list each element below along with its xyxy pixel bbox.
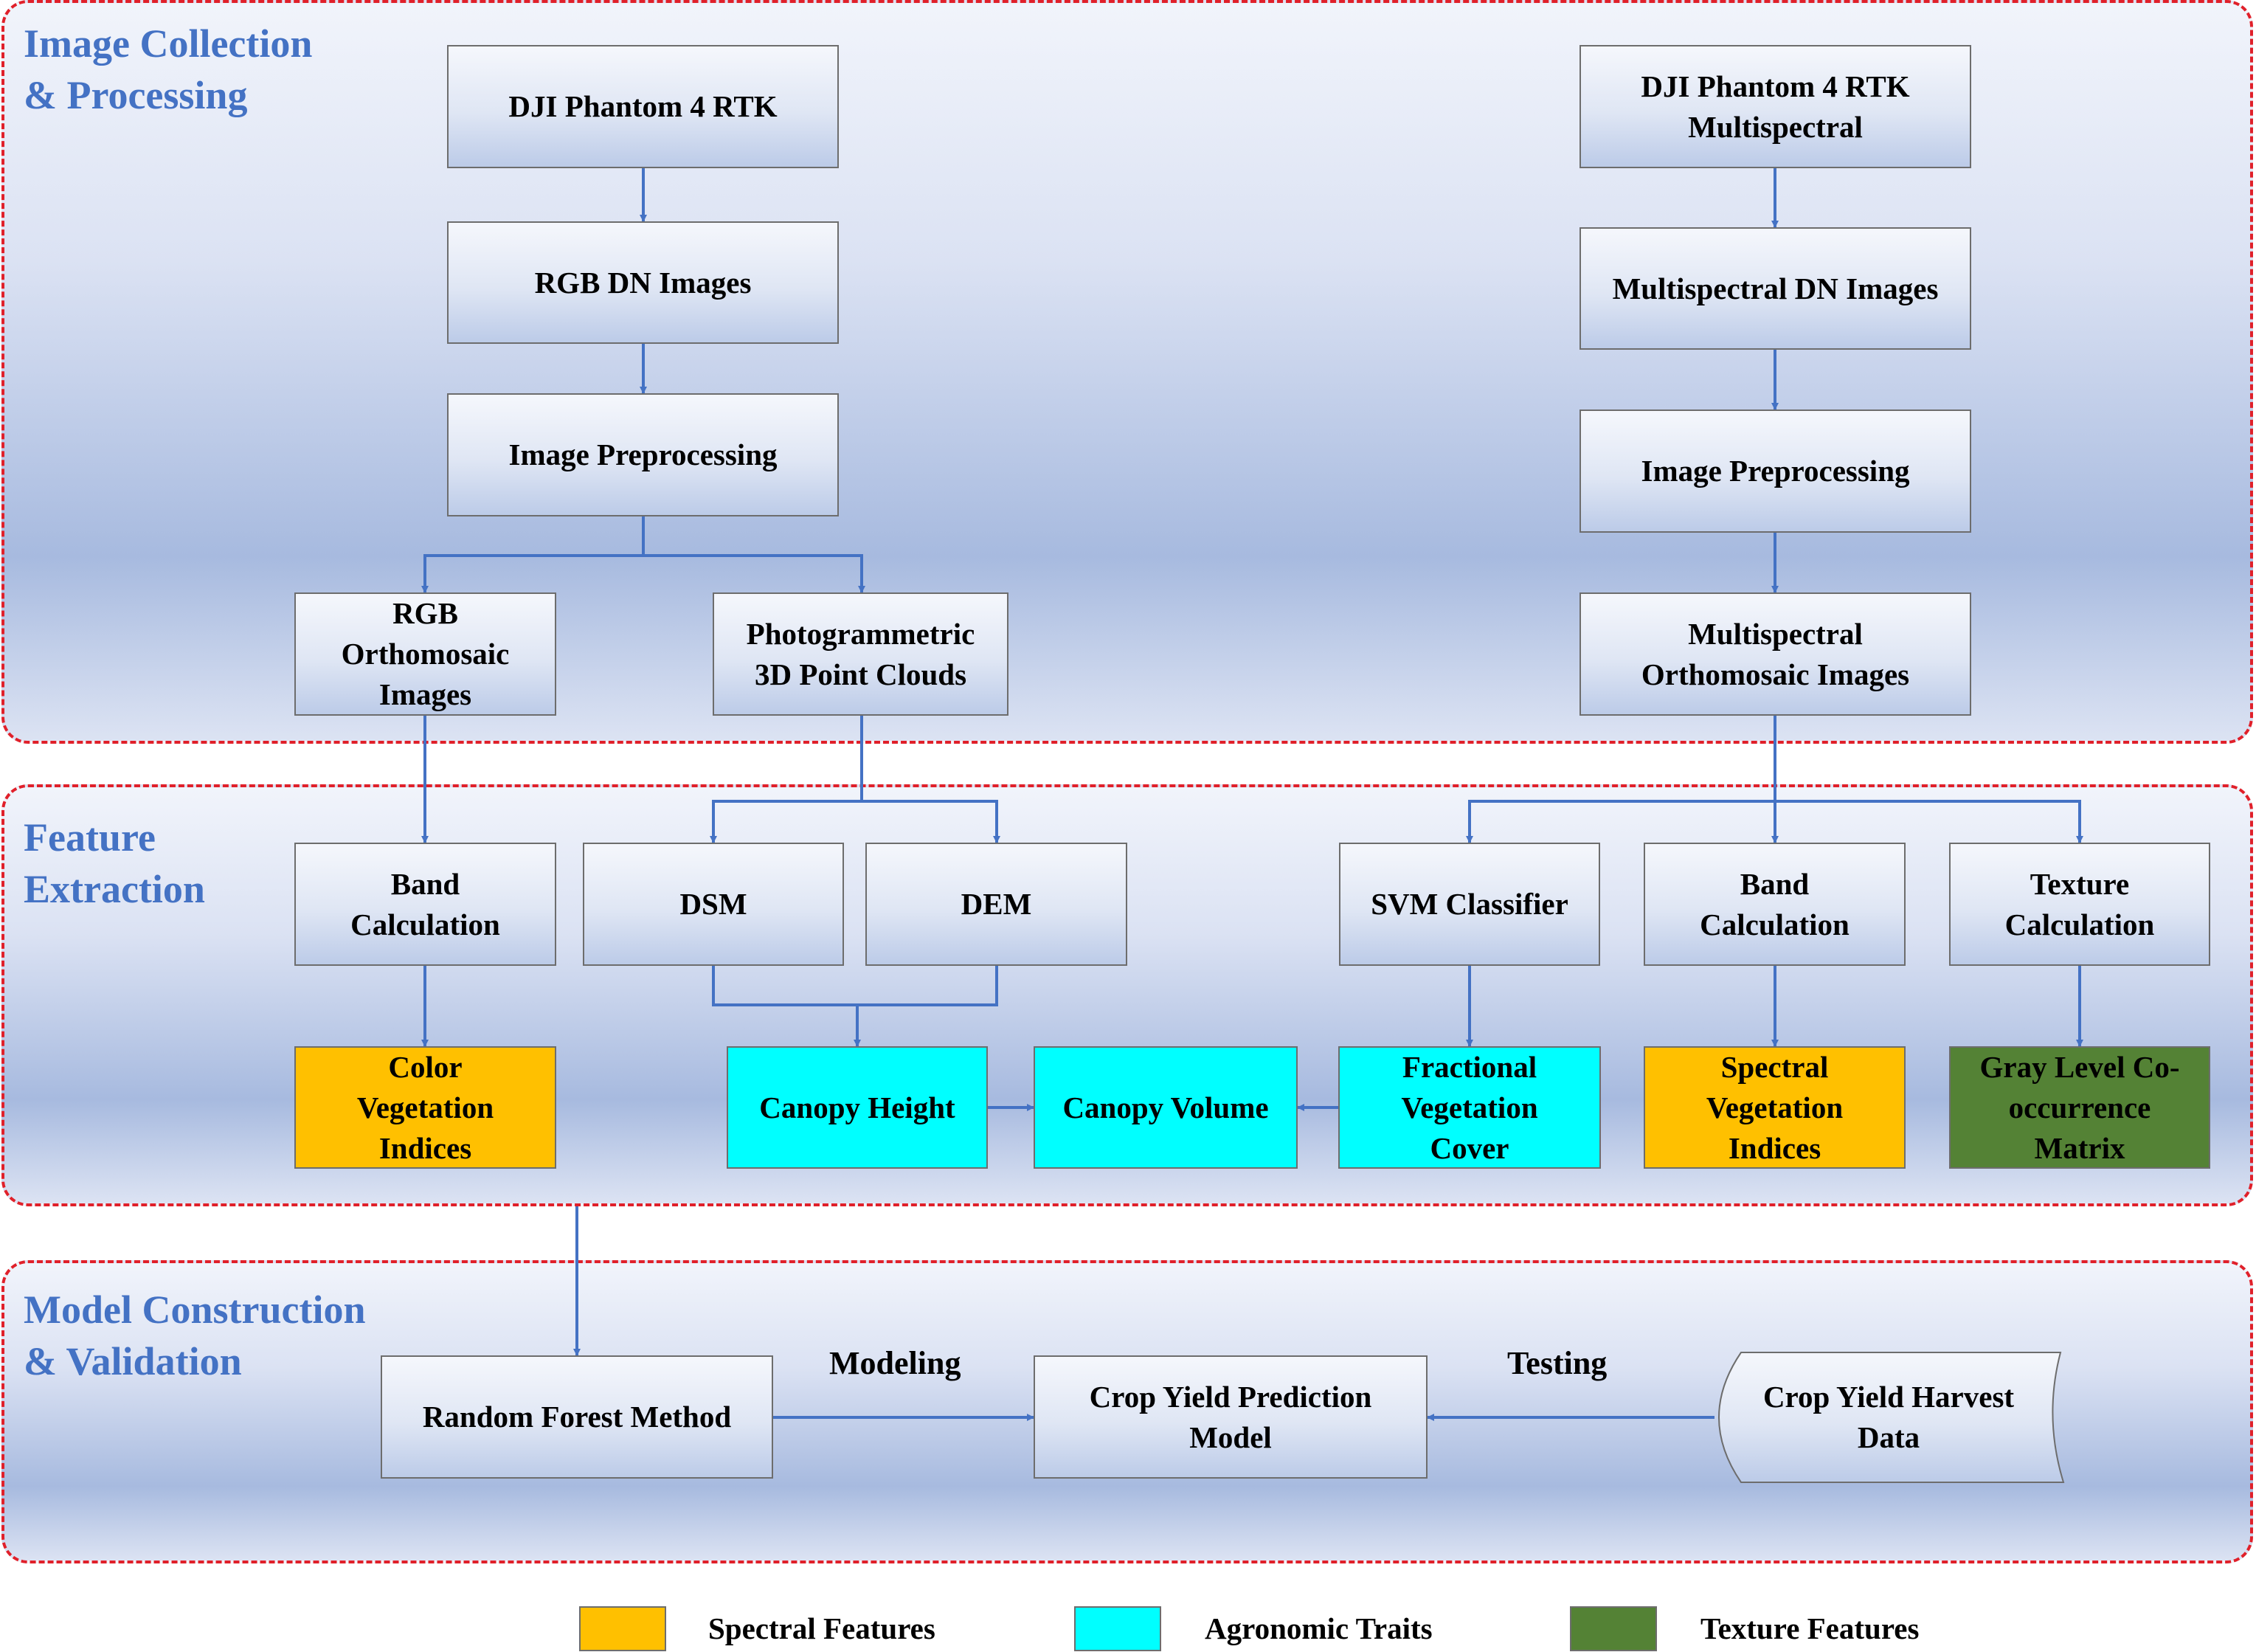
node-band-calculation-ms: Band Calculation [1644, 843, 1906, 966]
line-ms-split-left [1466, 800, 1775, 843]
node-texture-calculation: Texture Calculation [1949, 843, 2210, 966]
node-canopy-volume: Canopy Volume [1034, 1046, 1298, 1169]
node-dji-phantom-rtk: DJI Phantom 4 RTK [447, 45, 839, 168]
line-ms-split-right [1775, 800, 2083, 843]
node-glcm: Gray Level Co- occurrence Matrix [1949, 1046, 2210, 1169]
edge-label-modeling: Modeling [829, 1345, 961, 1381]
legend-label-texture: Texture Features [1700, 1611, 1920, 1645]
legend-swatch-agronomic [1074, 1606, 1161, 1651]
edge-label-testing: Testing [1507, 1345, 1608, 1381]
node-multispectral-orthomosaic: Multispectral Orthomosaic Images [1579, 592, 1971, 716]
node-band-calculation-rgb: Band Calculation [294, 843, 556, 966]
legend-label-agronomic: Agronomic Traits [1205, 1611, 1433, 1645]
node-color-vegetation-indices: Color Vegetation Indices [294, 1046, 556, 1169]
node-dji-phantom-multispectral: DJI Phantom 4 RTK Multispectral [1579, 45, 1971, 168]
node-random-forest: Random Forest Method [381, 1355, 773, 1479]
section-title-extraction: Feature Extraction [24, 815, 205, 911]
section-title-model: Model Construction & Validation [24, 1288, 366, 1383]
legend-swatch-spectral [579, 1606, 666, 1651]
harvest-data-shape [1718, 1352, 2065, 1483]
node-dem: DEM [865, 843, 1127, 966]
line-pre-split-right [643, 554, 865, 593]
node-crop-yield-harvest-data: Crop Yield Harvest Data [1762, 1380, 2015, 1454]
node-multispectral-dn-images: Multispectral DN Images [1579, 227, 1971, 350]
node-canopy-height: Canopy Height [727, 1046, 988, 1169]
node-image-preprocessing-rgb: Image Preprocessing [447, 393, 839, 516]
node-fractional-vegetation-cover: Fractional Vegetation Cover [1338, 1046, 1601, 1169]
line-photo-split-right [862, 800, 1000, 843]
node-spectral-vegetation-indices: Spectral Vegetation Indices [1644, 1046, 1906, 1169]
node-image-preprocessing-ms: Image Preprocessing [1579, 409, 1971, 533]
node-dsm: DSM [583, 843, 844, 966]
line-dsm-dem-merge [712, 966, 998, 1006]
node-crop-yield-prediction-model: Crop Yield Prediction Model [1034, 1355, 1428, 1479]
legend-label-spectral: Spectral Features [708, 1611, 935, 1645]
node-rgb-orthomosaic: RGB Orthomosaic Images [294, 592, 556, 716]
legend-swatch-texture [1570, 1606, 1657, 1651]
node-svm-classifier: SVM Classifier [1339, 843, 1600, 966]
node-rgb-dn-images: RGB DN Images [447, 221, 839, 344]
line-photo-split [710, 716, 863, 843]
node-photogrammetric-point-clouds: Photogrammetric 3D Point Clouds [713, 592, 1008, 716]
line-pre-split [421, 516, 645, 593]
section-title-collection: Image Collection & Processing [24, 21, 313, 117]
